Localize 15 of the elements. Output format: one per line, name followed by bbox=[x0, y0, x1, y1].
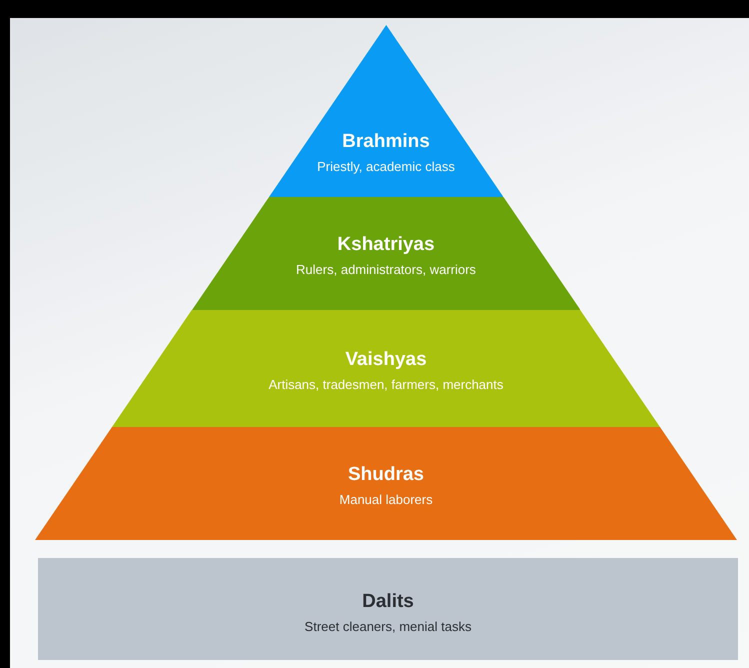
pyramid-tier bbox=[192, 197, 580, 310]
pyramid-tier bbox=[35, 427, 737, 540]
tier-description: Manual laborers bbox=[339, 491, 433, 509]
tier-title: Dalits bbox=[362, 590, 414, 614]
tier-title: Vaishyas bbox=[345, 348, 427, 372]
tier-description: Artisans, tradesmen, farmers, merchants bbox=[268, 376, 504, 394]
tier-title: Kshatriyas bbox=[337, 233, 435, 257]
tier-description: Priestly, academic class bbox=[317, 158, 455, 176]
tier-description: Rulers, administrators, warriors bbox=[296, 261, 476, 279]
tier-title: Shudras bbox=[348, 463, 424, 487]
pyramid-tier bbox=[268, 25, 504, 197]
tier-title: Brahmins bbox=[342, 130, 430, 154]
tier-description: Street cleaners, menial tasks bbox=[304, 618, 472, 636]
base-panel bbox=[38, 558, 738, 660]
pyramid-tier bbox=[112, 310, 660, 427]
